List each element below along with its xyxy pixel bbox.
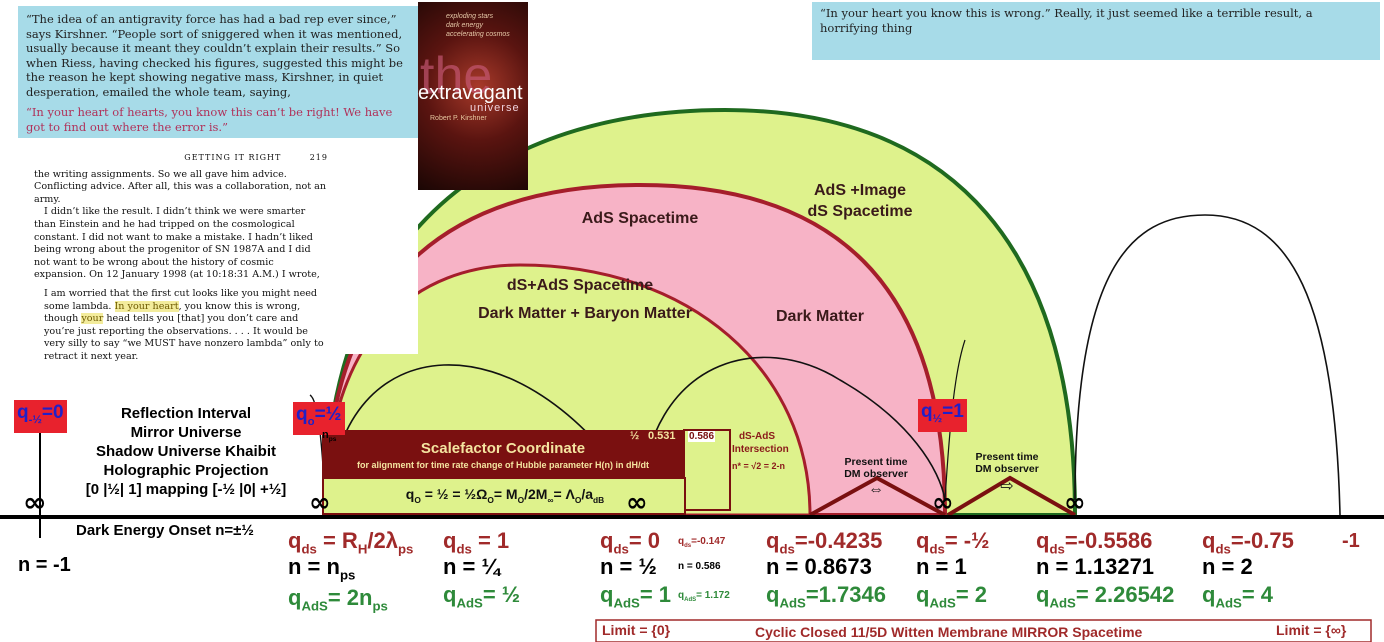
infinity-icon: ∞ (309, 488, 331, 518)
label-dark-matter-baryon: Dark Matter + Baryon Matter (478, 305, 692, 322)
qds-value: qds=-0.4235 (766, 528, 883, 557)
quote-box-left: “The idea of an antigravity force has ha… (18, 6, 418, 138)
dark-energy-onset-label: Dark Energy Onset n=±½ (76, 522, 254, 539)
observer-triangle-1 (809, 475, 946, 517)
qads-value: qAdS= 2nps (288, 584, 388, 614)
book-cover-author: Robert P. Kirshner (430, 115, 487, 122)
n-value: n = 1 (916, 554, 967, 580)
scalefactor-half: ½ (630, 430, 640, 442)
qds-value: qds = 1 (443, 528, 510, 557)
quote-box-right: “In your heart you know this is wrong.” … (812, 2, 1380, 60)
qads-value: qAdS= 2.26542 (1036, 582, 1175, 611)
quote-left-para2: “In your heart of hearts, you know this … (26, 105, 393, 134)
n-minus-one-label: n = -1 (18, 554, 71, 576)
infinity-icon: ∞ (932, 488, 954, 518)
scalefactor-green-box (683, 429, 731, 511)
qads-value: qAdS= 1 (600, 582, 672, 611)
qds-value: qds = RH/2λps (288, 528, 414, 557)
observer-label-1: Present time DM observer ⇔ (830, 456, 922, 500)
column-113271: qds=-0.5586 n = 1.13271 qAdS= 2.26542 (1036, 528, 1174, 611)
observer-triangle-2 (946, 475, 1076, 517)
infinity-icon: ∞ (1064, 488, 1086, 518)
book-page-header: GETTING IT RIGHT 219 (184, 153, 328, 162)
scalefactor-subtitle: for alignment for time rate change of Hu… (356, 460, 650, 470)
book-page-p1: the writing assignments. So we all gave … (34, 168, 327, 205)
scalefactor-0531: 0.531 (648, 430, 676, 442)
column-one: qds= -½ n = 1 qAdS= 2 (916, 528, 989, 611)
qds-value: qds=-0.75 (1202, 528, 1294, 557)
cyclic-membrane-label: Cyclic Closed 11/5D Witten Membrane MIRR… (755, 624, 1143, 640)
book-cover-title: extravagant (418, 82, 523, 104)
bottom-limit-bar (595, 619, 1372, 642)
book-page-p3: I am worried that the first cut looks li… (44, 287, 324, 362)
scalefactor-0586: 0.586 (688, 431, 716, 442)
label-ads-image: AdS +Image dS Spacetime (807, 182, 913, 220)
book-cover-the: the (420, 47, 493, 105)
book-cover: exploding stars dark energy accelerating… (418, 2, 528, 190)
book-page-excerpt: GETTING IT RIGHT 219 the writing assignm… (10, 148, 418, 362)
n-value: n = 1.13271 (1036, 554, 1155, 580)
n-value: n = ½ (600, 554, 657, 580)
n-ps-label: nps (322, 429, 337, 444)
infinity-icon: ∞ (626, 488, 648, 518)
formula-box (322, 477, 686, 515)
quote-left-para1: “The idea of an antigravity force has ha… (26, 12, 403, 99)
n-value: n = nps (288, 554, 356, 583)
left-mirror-labels: Reflection Interval Mirror Universe Shad… (85, 405, 287, 498)
qads-value: qAdS= ½ (443, 582, 521, 611)
n-value: n = 0.586 (678, 561, 721, 572)
ds-ads-intersection-label: dS-AdS Intersection n* = √2 = 2-n (732, 431, 789, 471)
qads-value: qAdS= 1.172 (678, 590, 730, 603)
column-0586: qds=-0.147 n = 0.586 qAdS= 1.172 (678, 536, 730, 603)
qds-value: qds= -½ (916, 528, 990, 557)
qds-value: qds=-0.5586 (1036, 528, 1153, 557)
q-half-box: q½=1 (918, 399, 967, 432)
right-arrow-icon: ⇨ (1000, 478, 1014, 495)
double-arrow-icon: ⇔ (868, 481, 884, 498)
label-ds-ads-spacetime: dS+AdS Spacetime (506, 277, 654, 294)
label-ads-spacetime: AdS Spacetime (581, 210, 699, 227)
inner-black-arc-middle (639, 356, 946, 501)
n-value: n = ¼ (443, 554, 500, 580)
column-two: qds=-0.75 n = 2 qAdS= 4 (1202, 528, 1294, 611)
observer-label-2: Present time DM observer ⇨ (962, 451, 1052, 499)
qads-value: qAdS= 4 (1202, 582, 1274, 611)
column-quarter: qds = 1 n = ¼ qAdS= ½ (443, 528, 520, 611)
scalefactor-panel (322, 430, 684, 478)
book-cover-tagline: exploding stars dark energy accelerating… (446, 13, 510, 38)
limit-infinity-label: Limit = {∞} (1276, 622, 1347, 638)
limit-zero-label: Limit = {0} (602, 622, 671, 638)
column-half: qds= 0 n = ½ qAdS= 1 (600, 528, 671, 611)
outer-white-arc-right (1074, 214, 1341, 516)
book-cover-subtitle: universe (470, 102, 520, 114)
minus-one-right-label: -1 (1342, 530, 1360, 552)
density-formula: qO = ½ = ½ΩO= MO/2M∞= ΛO/adB (405, 486, 605, 505)
n-value: n = 0.8673 (766, 554, 872, 580)
qads-value: qAdS= 2 (916, 582, 988, 611)
q-o-box: qo=½ (293, 402, 345, 435)
label-dark-matter: Dark Matter (775, 308, 865, 325)
qads-value: qAdS=1.7346 (766, 582, 886, 611)
qds-value: qds= 0 (600, 528, 661, 557)
qds-value: qds=-0.147 (678, 536, 726, 549)
scalefactor-title: Scalefactor Coordinate (420, 440, 586, 457)
column-08673: qds=-0.4235 n = 0.8673 qAdS=1.7346 (766, 528, 886, 611)
infinity-icon: ∞ (22, 488, 47, 518)
column-nps: qds = RH/2λps n = nps qAdS= 2nps (288, 528, 413, 613)
q-minus-half-box: q-½=0 (14, 400, 67, 433)
book-page-p2: I didn’t like the result. I didn’t think… (34, 206, 320, 281)
n-value: n = 2 (1202, 554, 1253, 580)
